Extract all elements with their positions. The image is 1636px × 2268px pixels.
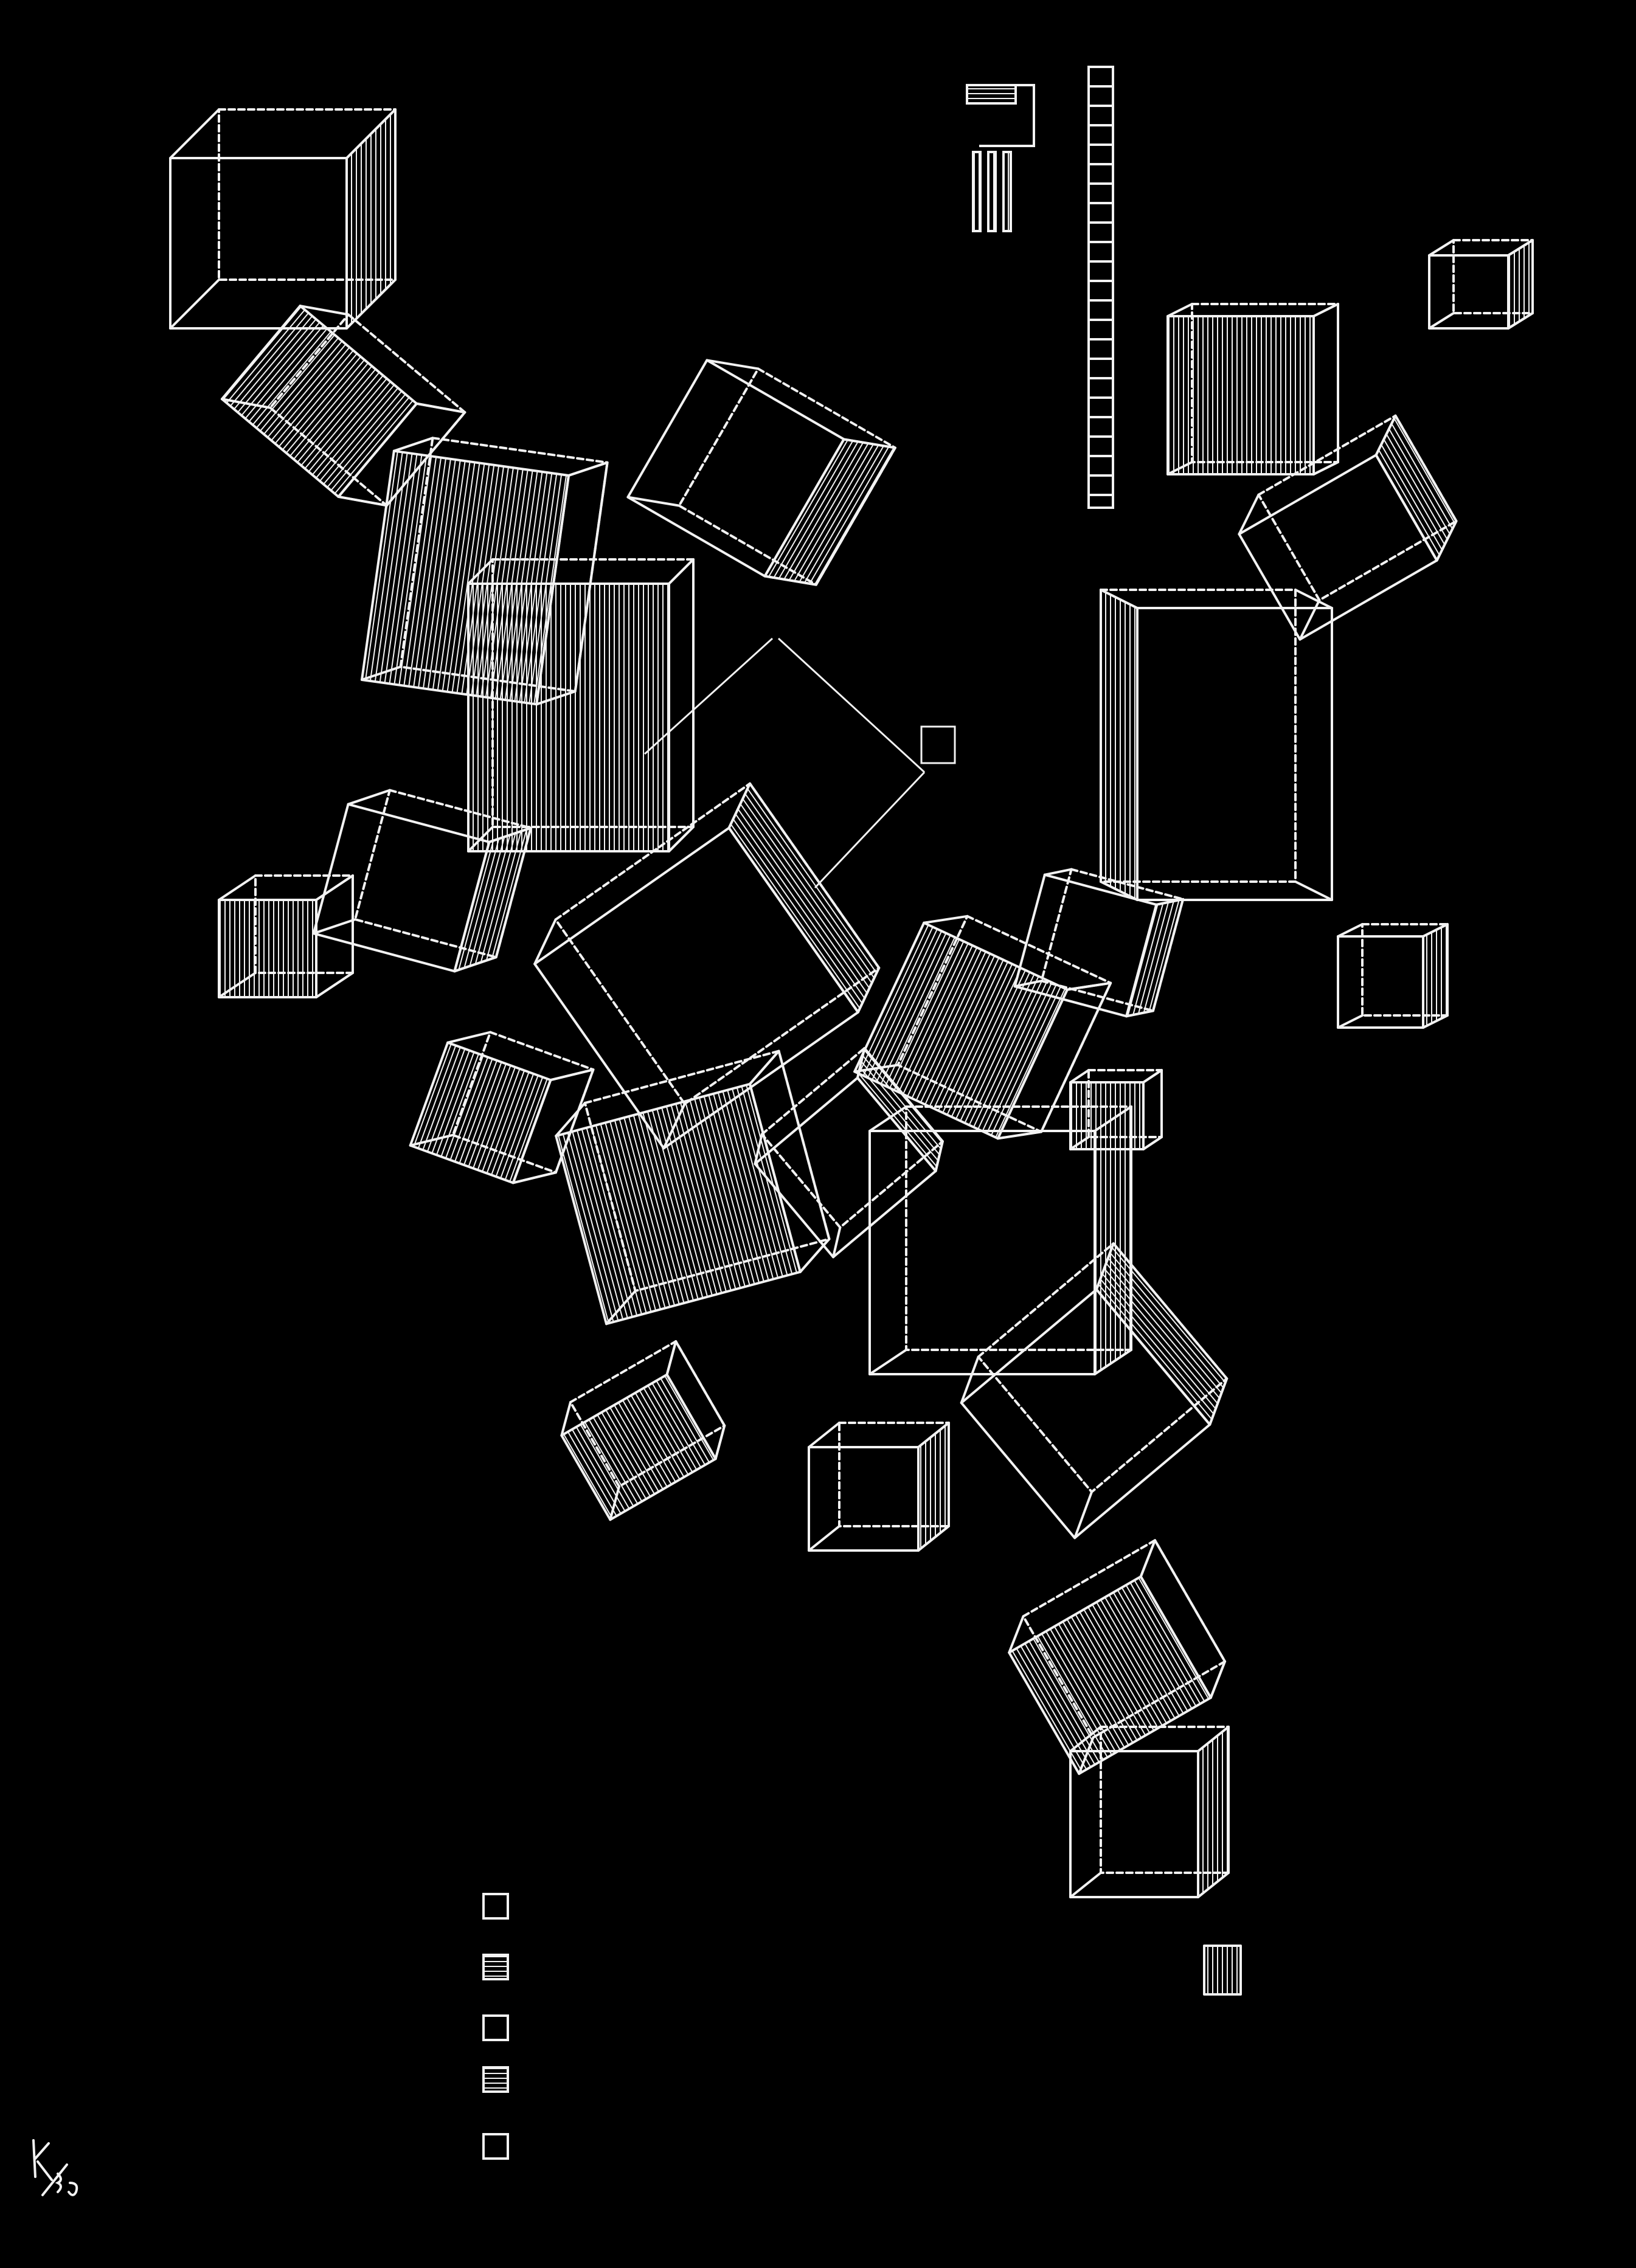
wireframe-cube	[1100, 589, 1333, 901]
wireframe-cube	[560, 1340, 726, 1521]
wireframe-cube	[218, 874, 354, 998]
legend-square-empty	[482, 1893, 509, 1920]
legend-square-hatched	[482, 2066, 509, 2093]
glyph-cluster	[966, 84, 1035, 232]
legend-square-empty	[482, 2014, 509, 2041]
wireframe-cube	[467, 558, 695, 852]
legend-square-hatched	[482, 1954, 509, 1980]
ladder-strip	[1087, 66, 1114, 509]
wireframe-cube	[1203, 1945, 1242, 1996]
wireframe-cube	[960, 1242, 1229, 1540]
legend-squares	[482, 1893, 509, 2160]
wireframe-cube	[555, 1049, 831, 1326]
wireframe-cube	[808, 1422, 950, 1552]
wireframe-cube	[754, 1046, 944, 1259]
wireframe-cube	[409, 1031, 595, 1184]
wireframe-cube	[1013, 868, 1185, 1018]
wireframe-cube	[853, 914, 1112, 1140]
wireframe-cube	[1008, 1539, 1227, 1775]
wireframe-cube	[1069, 1726, 1230, 1898]
wireframe-cube	[1337, 923, 1449, 1029]
signature-mark	[32, 2139, 78, 2196]
wireframe-cube	[1238, 414, 1458, 641]
wireframe-cube	[1428, 239, 1534, 330]
wireframe-cube	[1166, 303, 1339, 475]
legend-square-empty	[482, 2133, 509, 2160]
wireframe-cube	[626, 359, 896, 586]
cube-cluster	[169, 108, 1534, 1996]
connector-lines	[643, 637, 956, 889]
wireframe-cube	[312, 789, 532, 973]
wireframe-cube	[169, 108, 397, 330]
